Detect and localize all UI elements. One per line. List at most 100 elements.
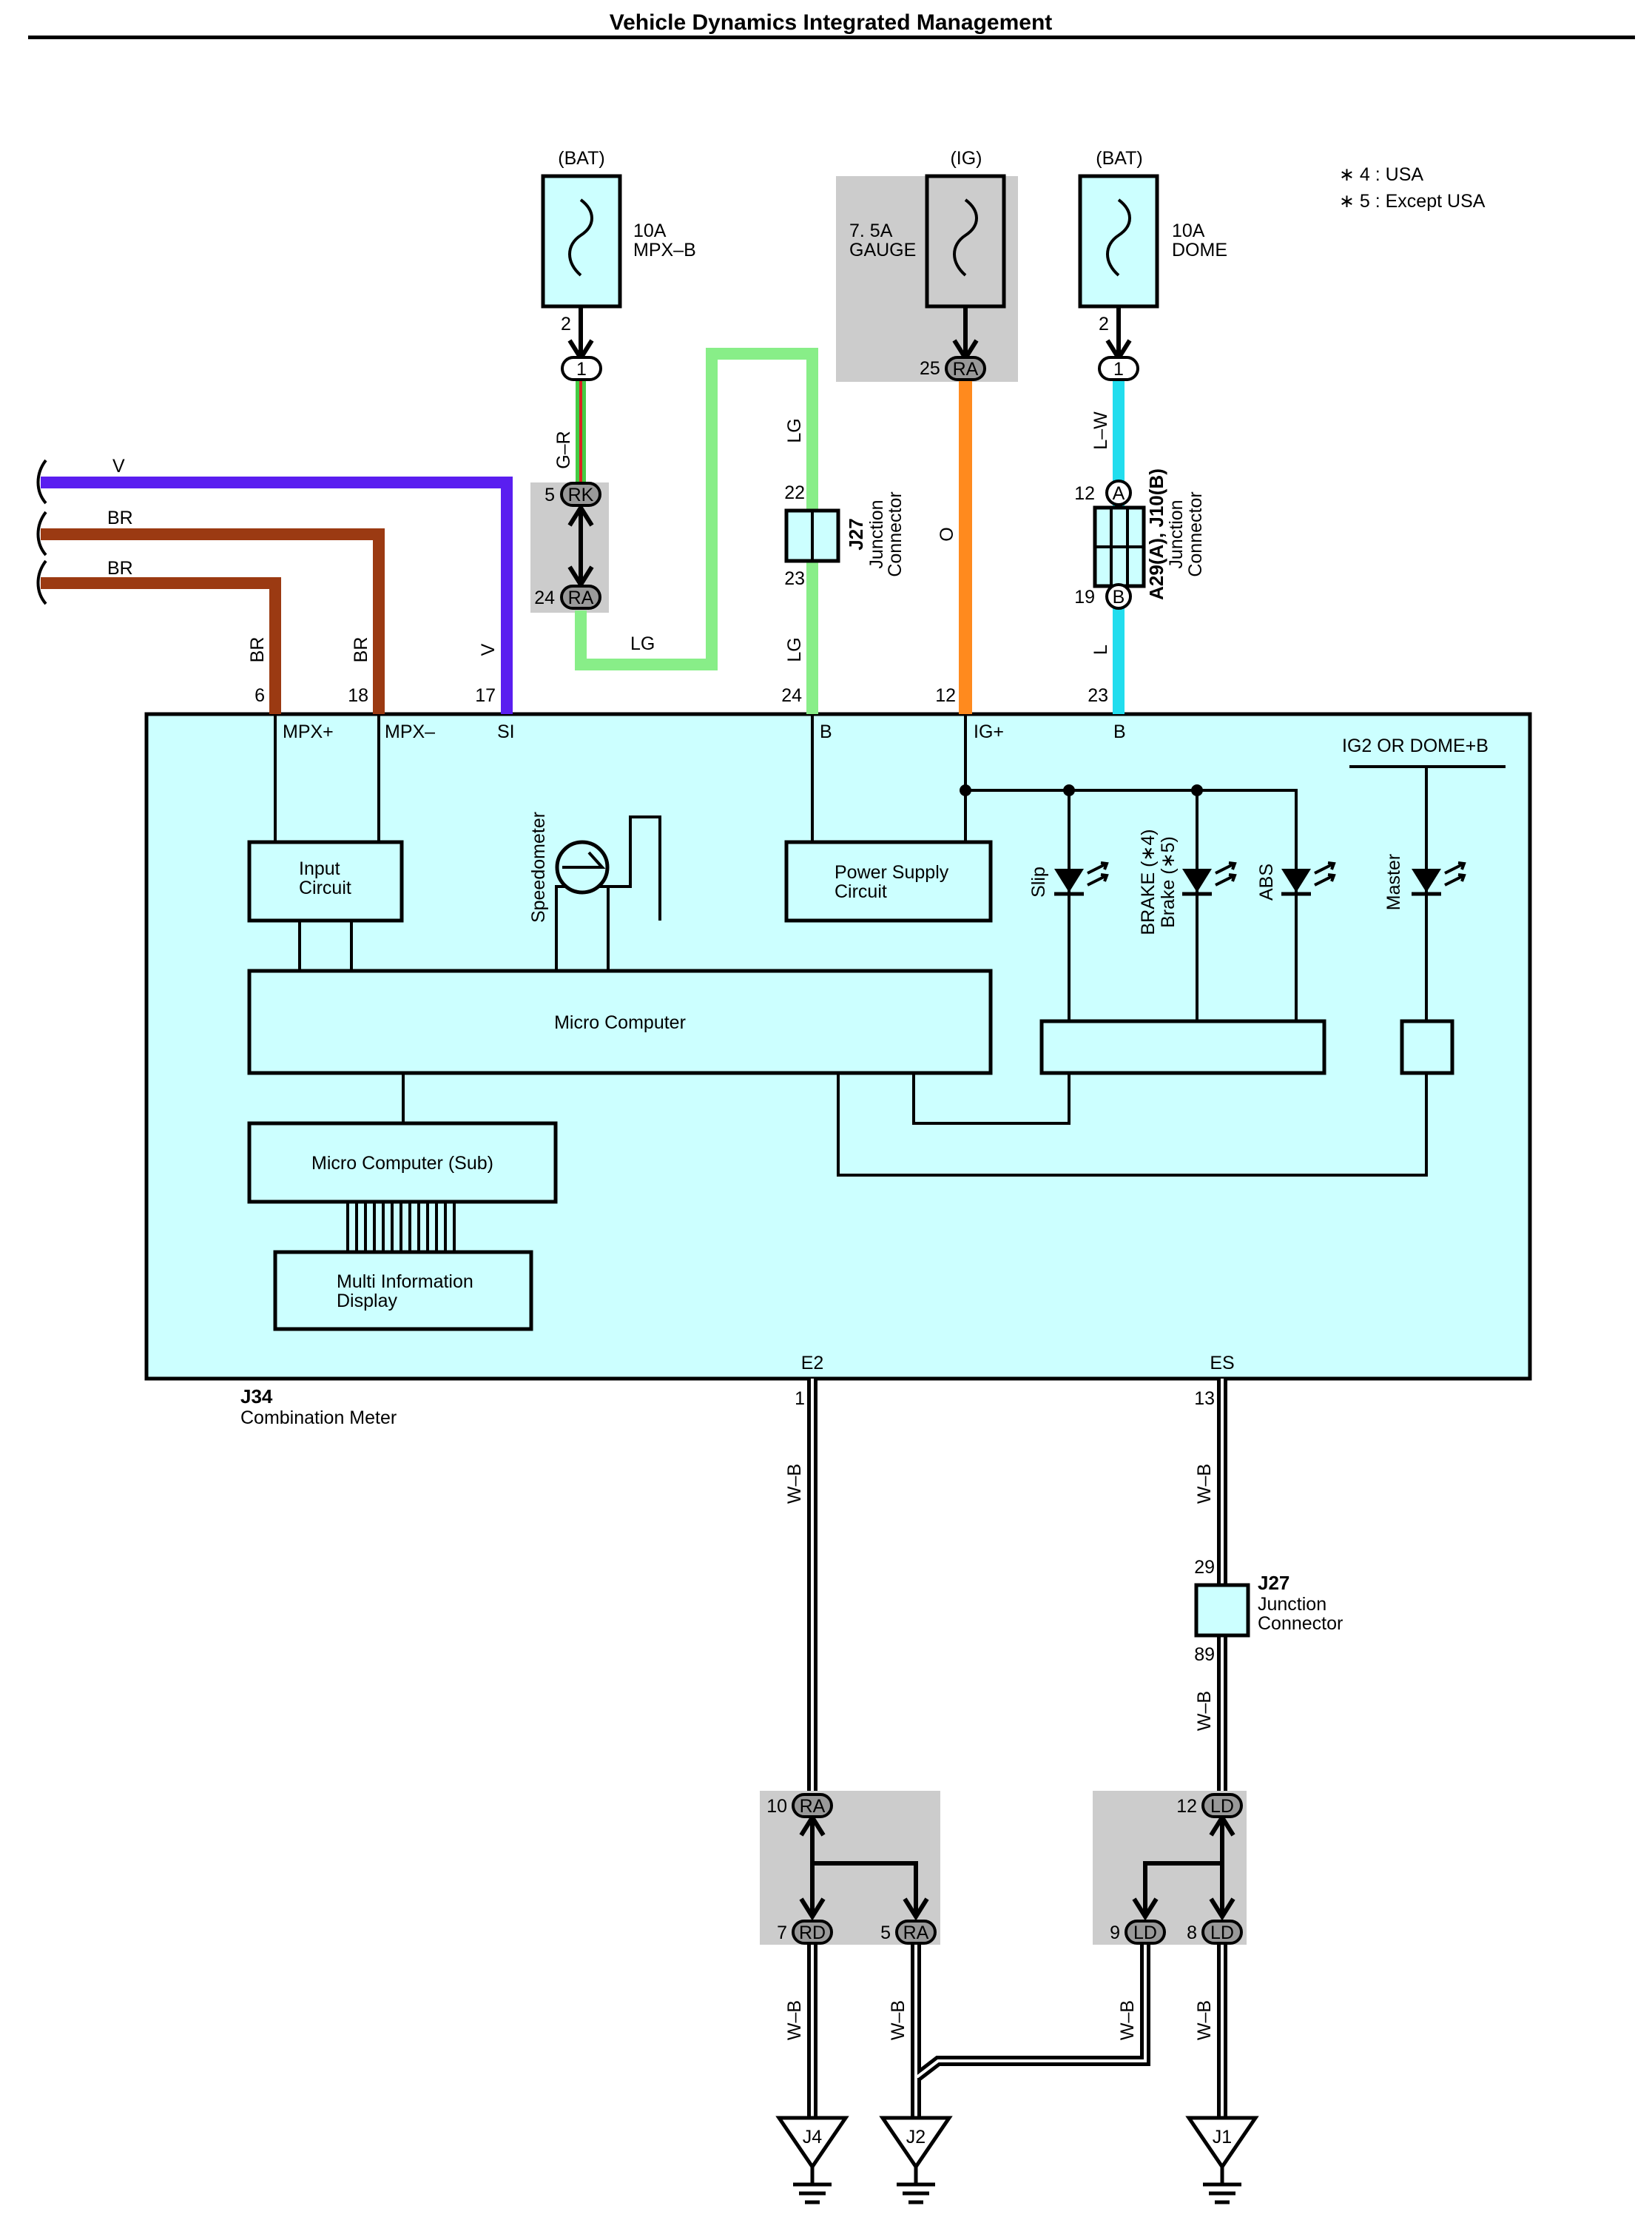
pin-24: 24: [781, 685, 802, 706]
label-v-vert: V: [478, 643, 499, 656]
power-supply-label1: Power Supply: [835, 862, 949, 883]
multi-info-display-label2: Display: [337, 1291, 397, 1311]
label-lw: L–W: [1090, 411, 1111, 450]
master-driver-box: [1400, 1019, 1454, 1075]
a29-pin-b: 19: [1074, 587, 1095, 608]
a29-conn-a-label: A: [1113, 483, 1125, 504]
note-usa: ∗ 4 : USA: [1339, 164, 1423, 185]
meter-name: Combination Meter: [240, 1407, 397, 1428]
conn-ra-5-pin: 5: [880, 1923, 891, 1943]
fuse-symbol-dome: [1106, 198, 1131, 277]
wire-br-mpx-plus: [41, 577, 281, 714]
term-b-2: B: [1113, 722, 1126, 742]
led-abs-label: ABS: [1256, 864, 1277, 901]
term-ig2-dome: IG2 OR DOME+B: [1342, 736, 1489, 756]
page-title: Vehicle Dynamics Integrated Management: [610, 10, 1053, 35]
conn-pill-2: [945, 356, 986, 381]
fuse-2-name: GAUGE: [849, 240, 916, 260]
j27-bottom-code: J27: [1258, 1572, 1289, 1594]
label-br-top-1: BR: [107, 508, 133, 528]
fuse-dome: [1078, 174, 1159, 309]
term-mpx-minus: MPX–: [385, 722, 435, 742]
j27-top-pin-a: 22: [784, 482, 805, 503]
conn-ra-mid: [560, 585, 601, 610]
internal-lines: [274, 714, 1428, 1177]
j27-bottom-label1: Junction: [1258, 1594, 1326, 1615]
micro-computer-sub-box: [247, 1121, 558, 1204]
conn-ra-5: [895, 1920, 937, 1945]
conn-ld-8-label: LD: [1210, 1923, 1234, 1943]
conn-ld-12: [1201, 1793, 1243, 1818]
led-brake-label-1: BRAKE (∗4): [1138, 829, 1159, 935]
led-slip-label: Slip: [1028, 867, 1049, 898]
fuse-1-rating: 10A: [633, 221, 667, 241]
wire-v: [41, 477, 513, 714]
conn-rd-7-pin: 7: [777, 1923, 787, 1943]
multi-info-display-label1: Multi Information: [337, 1271, 473, 1292]
label-wb-3: W–B: [1194, 1691, 1215, 1731]
conn-pill-1: [561, 356, 602, 381]
label-lg-bottom: LG: [784, 637, 805, 662]
label-wb-6: W–B: [1117, 2000, 1138, 2040]
term-es: ES: [1210, 1353, 1234, 1373]
ground-pin-13: 13: [1194, 1388, 1215, 1409]
led-master-icon: [1412, 861, 1466, 896]
label-br-top-2: BR: [107, 558, 133, 579]
ground-j1-icon: [1185, 2116, 1259, 2204]
j27-bottom-box: [1194, 1583, 1250, 1638]
conn-rk-label: RK: [568, 485, 594, 505]
power-supply-box: [784, 840, 993, 923]
ground-j4-label: J4: [803, 2127, 823, 2147]
conn-ra-10: [792, 1793, 833, 1818]
fuse-2-pin: 25: [920, 358, 940, 379]
pin-23: 23: [1088, 685, 1108, 706]
conn-ra-mid-pin: 24: [534, 588, 555, 608]
ground-j2-label: J2: [906, 2127, 926, 2147]
fuse-3-source: (BAT): [1096, 148, 1142, 169]
conn-ra-5-label: RA: [903, 1923, 929, 1943]
conn-ld-9: [1125, 1920, 1166, 1945]
a29-conn-b-label: B: [1113, 587, 1125, 608]
label-wb-5: W–B: [888, 2000, 908, 2040]
label-lg-horizontal: LG: [630, 633, 655, 654]
power-supply-label2: Circuit: [835, 881, 887, 902]
wire-break-3: [36, 559, 47, 605]
conn-ld-9-label: LD: [1133, 1923, 1157, 1943]
j27-bottom-label2: Connector: [1258, 1613, 1343, 1634]
term-si: SI: [497, 722, 515, 742]
wire-lg: [575, 348, 818, 714]
a29-label1: Junction: [1166, 500, 1187, 568]
conn-pill-3-label: 1: [1113, 359, 1124, 380]
a29-label2: Connector: [1185, 491, 1206, 576]
label-wb-4: W–B: [784, 2000, 805, 2040]
conn-pill-1-label: 1: [576, 359, 587, 380]
multi-info-display-box: [273, 1250, 533, 1331]
fuse-gauge: [925, 174, 1006, 309]
fuse-3-name: DOME: [1172, 240, 1227, 260]
term-b-1: B: [820, 722, 832, 742]
conn-ra-10-pin: 10: [766, 1796, 787, 1817]
pin-6: 6: [254, 685, 265, 706]
fuse-mpx-b: [541, 174, 622, 309]
conn-pill-2-label: RA: [953, 359, 979, 380]
j27-bottom-pin-a: 29: [1194, 1557, 1215, 1578]
conn-ra-mid-label: RA: [568, 588, 594, 608]
bus-lines: [346, 1202, 456, 1252]
ground-pin-1: 1: [795, 1388, 805, 1409]
a29-pin-a: 12: [1074, 483, 1095, 504]
ground-splice-right: [1132, 1813, 1235, 1921]
conn-rk: [560, 482, 601, 507]
ground-splice-left-shade: [760, 1791, 940, 1945]
label-o: O: [937, 527, 957, 541]
label-gr: G–R: [553, 431, 574, 468]
led-master-label: Master: [1383, 854, 1404, 910]
fuse-3-pin: 2: [1099, 314, 1109, 334]
j27-top-pin-b: 23: [784, 568, 805, 589]
j27-top-code: J27: [845, 518, 867, 550]
junction-dot-3: [1191, 784, 1203, 796]
conn-rd-7-label: RD: [799, 1923, 826, 1943]
speedometer-label: Speedometer: [528, 812, 549, 923]
micro-computer-box: [247, 969, 993, 1075]
fuse-3-rating: 10A: [1172, 221, 1205, 241]
fuse-2-rating: 7. 5A: [849, 221, 893, 241]
